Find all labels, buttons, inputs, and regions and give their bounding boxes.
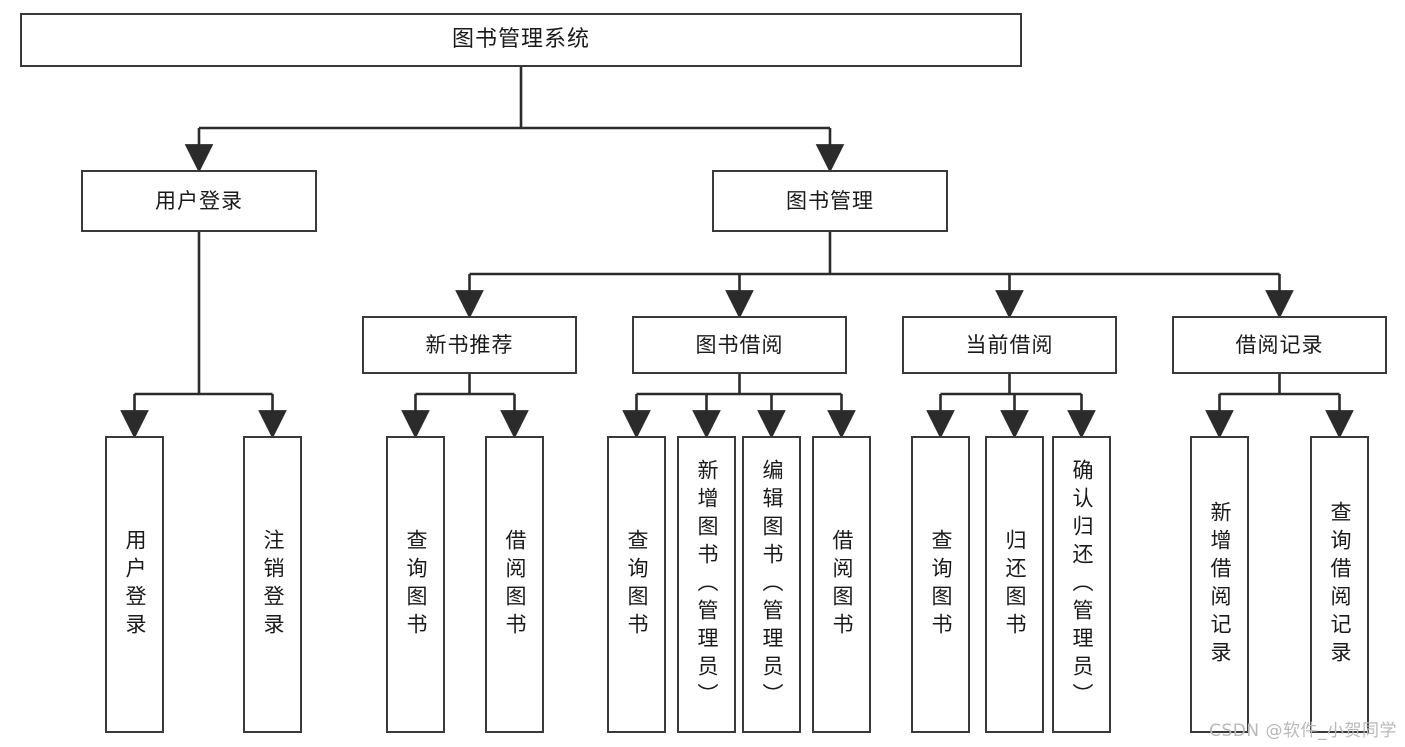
watermark-text: CSDN @软件_小贺同学 xyxy=(1209,721,1397,741)
node-leaf-user-logout[interactable]: 注销登录 xyxy=(243,436,302,733)
node-new-book-rec[interactable]: 新书推荐 xyxy=(362,316,577,374)
node-label: 编辑图书（管理员） xyxy=(760,458,784,711)
node-leaf-add-book[interactable]: 新增图书（管理员） xyxy=(677,436,736,733)
node-borrow-record[interactable]: 借阅记录 xyxy=(1172,316,1387,374)
node-book-manage[interactable]: 图书管理 xyxy=(712,170,948,232)
node-label: 查询图书 xyxy=(625,528,649,641)
node-leaf-confirm-return[interactable]: 确认归还（管理员） xyxy=(1052,436,1111,733)
node-label: 查询图书 xyxy=(404,528,428,641)
node-label: 借阅图书 xyxy=(503,528,527,641)
node-label: 新增图书（管理员） xyxy=(695,458,719,711)
node-leaf-edit-book[interactable]: 编辑图书（管理员） xyxy=(742,436,801,733)
node-current-borrow[interactable]: 当前借阅 xyxy=(902,316,1117,374)
node-label: 用户登录 xyxy=(155,188,243,213)
node-label: 查询图书 xyxy=(929,528,953,641)
node-label: 图书管理 xyxy=(786,188,874,213)
node-leaf-user-login[interactable]: 用户登录 xyxy=(105,436,164,733)
node-label: 用户登录 xyxy=(123,528,147,641)
node-leaf-query-book-1[interactable]: 查询图书 xyxy=(386,436,445,733)
node-label: 新书推荐 xyxy=(425,332,514,357)
node-user-login[interactable]: 用户登录 xyxy=(81,170,317,232)
node-label: 图书管理系统 xyxy=(451,27,590,53)
node-label: 归还图书 xyxy=(1003,528,1027,641)
node-label: 借阅图书 xyxy=(830,528,854,641)
node-leaf-return-book[interactable]: 归还图书 xyxy=(985,436,1044,733)
node-leaf-borrow-book-2[interactable]: 借阅图书 xyxy=(812,436,871,733)
node-label: 图书借阅 xyxy=(695,332,784,357)
node-leaf-add-record[interactable]: 新增借阅记录 xyxy=(1190,436,1249,733)
node-label: 借阅记录 xyxy=(1235,332,1324,357)
node-label: 确认归还（管理员） xyxy=(1070,458,1094,711)
node-label: 当前借阅 xyxy=(965,332,1054,357)
node-label: 新增借阅记录 xyxy=(1208,500,1232,669)
node-leaf-query-book-2[interactable]: 查询图书 xyxy=(607,436,666,733)
node-root[interactable]: 图书管理系统 xyxy=(20,13,1022,67)
node-leaf-borrow-book-1[interactable]: 借阅图书 xyxy=(485,436,544,733)
node-label: 查询借阅记录 xyxy=(1328,500,1352,669)
node-leaf-query-book-3[interactable]: 查询图书 xyxy=(911,436,970,733)
node-book-borrow[interactable]: 图书借阅 xyxy=(632,316,847,374)
node-label: 注销登录 xyxy=(261,528,285,641)
node-leaf-query-record[interactable]: 查询借阅记录 xyxy=(1310,436,1369,733)
